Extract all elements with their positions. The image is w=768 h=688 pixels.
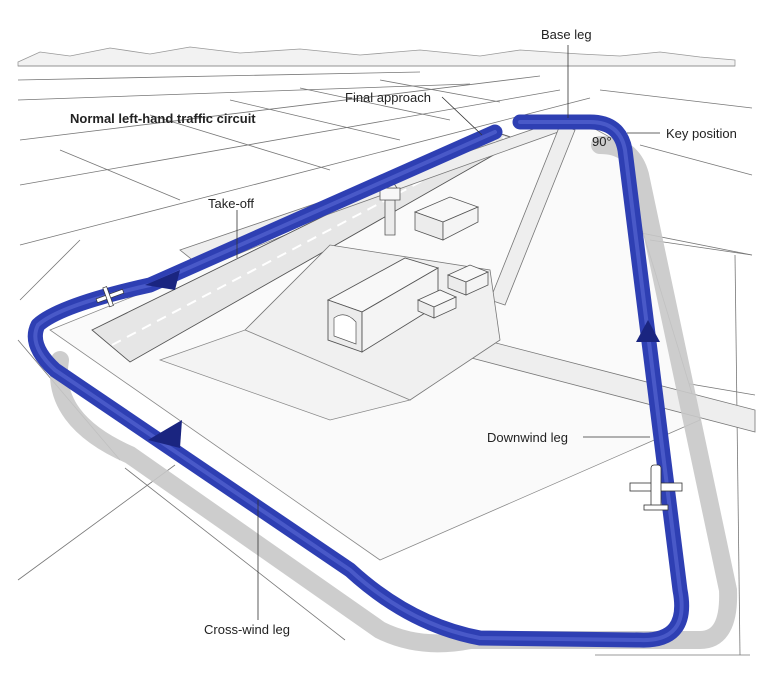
traffic-circuit-highlight [33,120,684,643]
take-off-arrow-icon [145,270,180,290]
base-leg-label: Base leg [541,27,592,42]
final-approach-label: Final approach [345,90,431,105]
downwind-aircraft-icon [629,464,683,511]
field-grid [17,71,756,656]
apron-left [158,329,412,421]
diagram-title: Normal left-hand traffic circuit [70,111,256,126]
label-leaders [236,45,660,620]
terminal-buildings [413,196,490,319]
circuit-shadow [49,136,738,653]
cross-wind-arrow-icon [148,420,182,448]
angle-label: 90° [592,134,612,149]
control-tower [379,177,401,236]
take-off-aircraft-icon [95,286,125,308]
downwind-leg-label: Downwind leg [487,430,568,445]
key-position-label: Key position [666,126,737,141]
take-off-label: Take-off [208,196,254,211]
horizon-mountains [17,46,736,67]
downwind-arrow-icon [636,320,660,342]
cross-wind-leg-label: Cross-wind leg [204,622,290,637]
